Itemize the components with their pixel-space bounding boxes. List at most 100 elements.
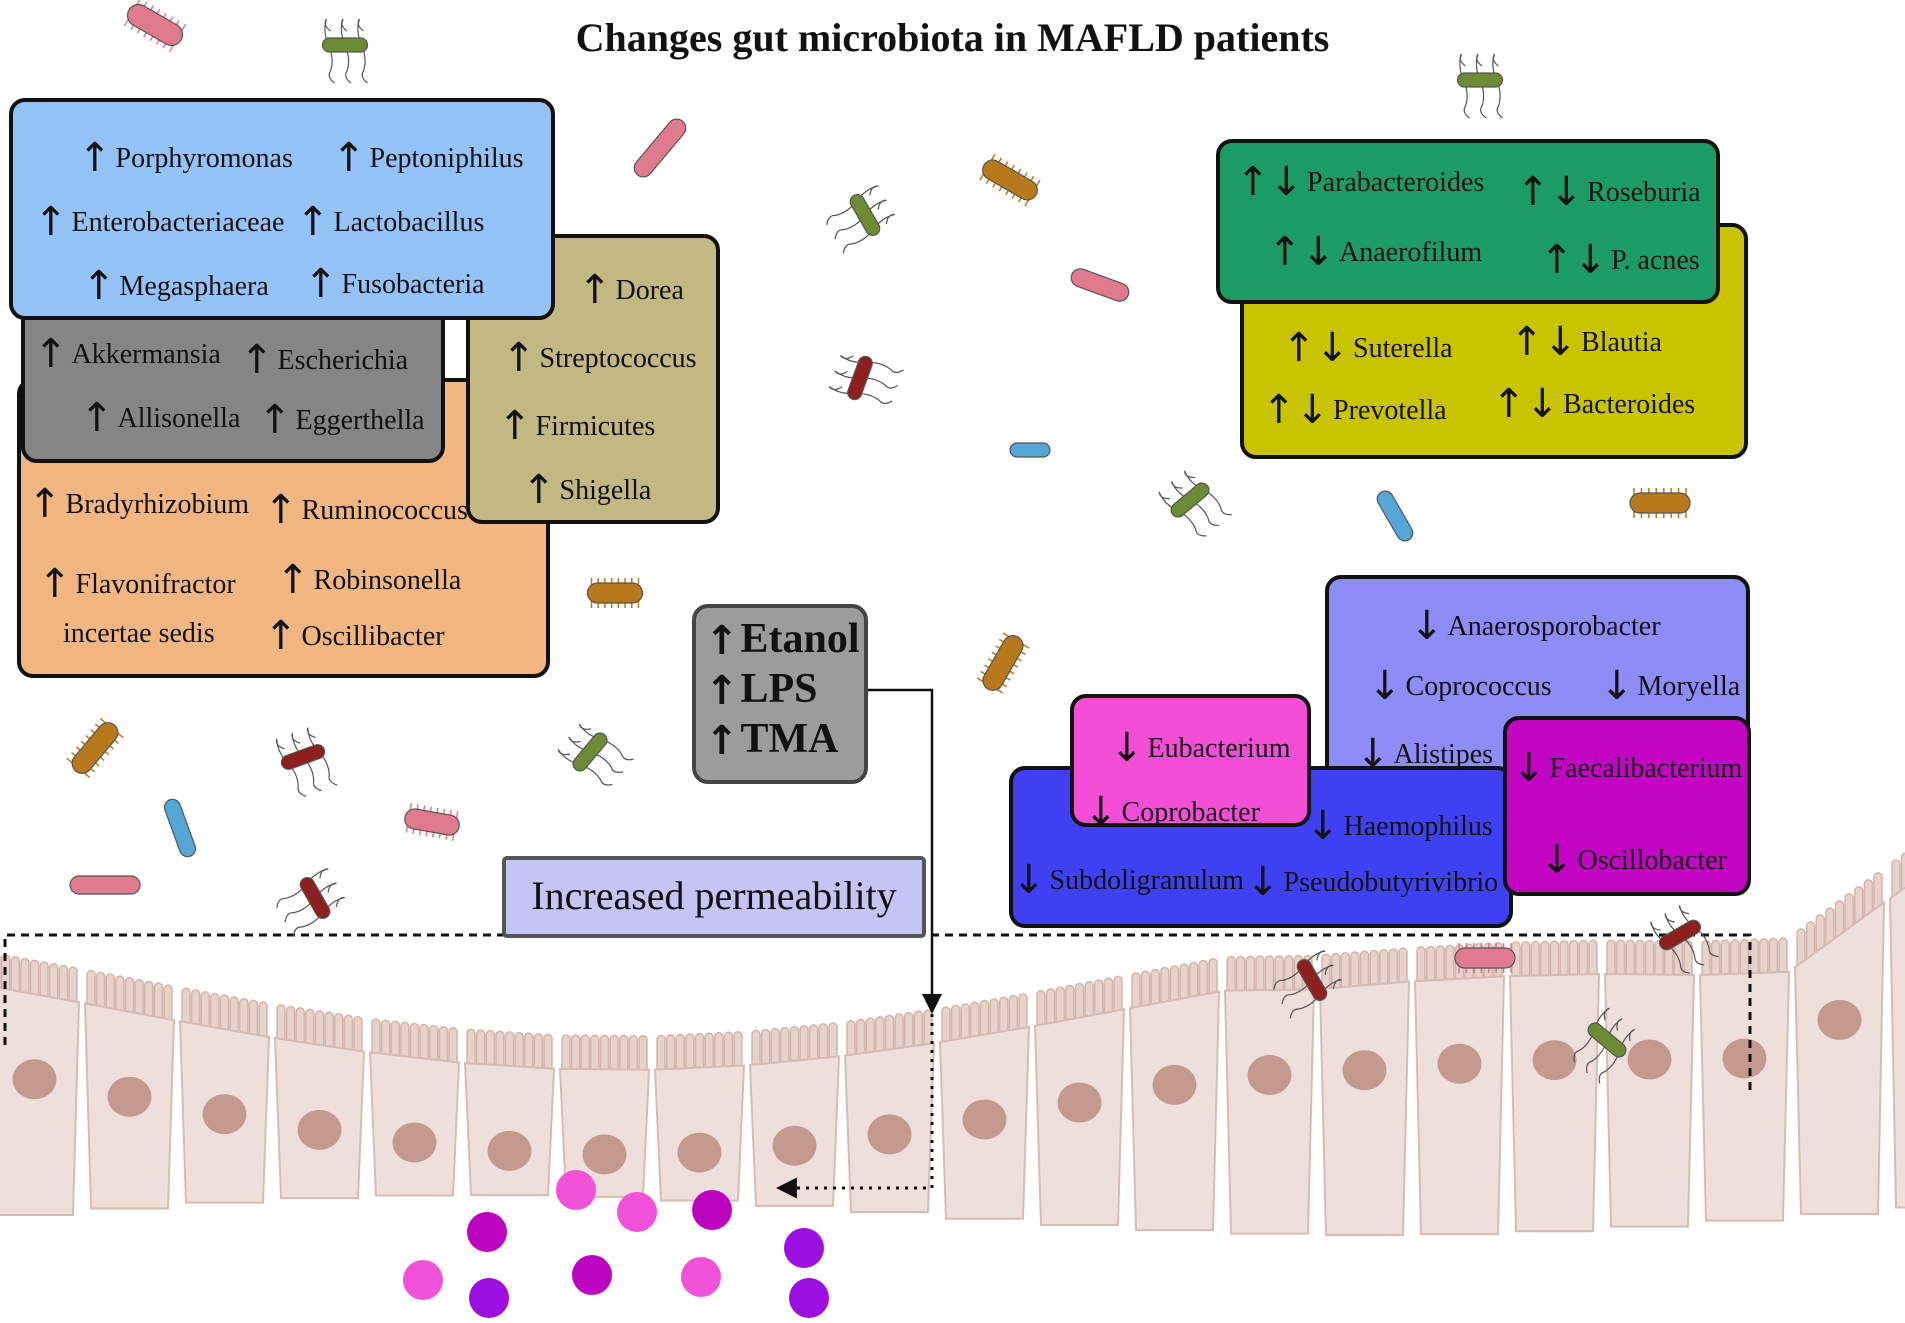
- taxon-eggerthella: ↑Eggerthella: [258, 397, 425, 443]
- up-arrow-icon: ↑: [38, 561, 72, 607]
- up-down-arrow-icon: ↑↓: [1540, 237, 1608, 283]
- taxon-blautia: ↑↓Blautia: [1510, 319, 1662, 365]
- up-arrow-icon: ↑: [578, 267, 612, 313]
- down-arrow-icon: ↓: [1012, 857, 1046, 903]
- bacterium-icon: [1273, 950, 1342, 1019]
- up-arrow-icon: ↑: [264, 487, 298, 533]
- taxon-alistipes: ↓Alistipes: [1356, 731, 1494, 777]
- taxon-parabacteroides: ↑↓Parabacteroides: [1236, 159, 1485, 205]
- taxon-akkermansia: ↑Akkermansia: [34, 331, 221, 377]
- taxon-haemophilus: ↓Haemophilus: [1306, 803, 1493, 849]
- down-arrow-icon: ↓: [1410, 603, 1444, 649]
- bacterium-icon: [275, 727, 338, 797]
- taxon-dorea: ↑Dorea: [578, 267, 684, 313]
- up-arrow-icon: ↑: [34, 331, 68, 377]
- bacterium-icon: [1573, 1007, 1636, 1084]
- bacterium-icon: [163, 798, 197, 858]
- bacterium-icon: [979, 153, 1041, 207]
- up-down-arrow-icon: ↑↓: [1282, 325, 1350, 371]
- taxon-moryella: ↓Moryella: [1600, 663, 1741, 709]
- taxon-lactobacillus: ↑Lactobacillus: [296, 199, 485, 245]
- bacterium-icon: [1650, 905, 1719, 974]
- up-arrow-icon: ↑: [240, 337, 274, 383]
- bacterium-icon: [1158, 470, 1232, 537]
- taxon-streptococcus: ↑Streptococcus: [502, 335, 697, 381]
- taxon-flavonifractor: ↑Flavonifractor: [38, 561, 236, 607]
- bacterium-icon: [1629, 488, 1691, 518]
- metabolite-tma: ↑TMA: [705, 716, 839, 764]
- bacterium-icon: [1454, 943, 1516, 973]
- bacterium-icon: [1376, 490, 1414, 542]
- taxon-robinsonella: ↑Robinsonella: [276, 557, 462, 603]
- leaked-molecules: [403, 1170, 829, 1318]
- decreased-magenta-box: [1503, 716, 1751, 896]
- up-arrow-icon: ↑: [522, 467, 556, 513]
- taxon-anaerofilum: ↑↓Anaerofilum: [1268, 229, 1483, 275]
- up-arrow-icon: ↑: [502, 335, 536, 381]
- bacterium-icon: [123, 0, 187, 53]
- leak-dotted-arrow: [775, 1014, 934, 1199]
- taxon-pseudobutyrivibrio: ↓Pseudobutyrivibrio: [1246, 859, 1499, 905]
- epithelial-cell: [1413, 941, 1506, 1236]
- epithelial-cell: [843, 1009, 936, 1214]
- taxon-bacteroides: ↑↓Bacteroides: [1492, 381, 1696, 427]
- up-arrow-icon: ↑: [498, 403, 532, 449]
- up-arrow-icon: ↑: [296, 199, 330, 245]
- up-arrow-icon: ↑: [34, 199, 68, 245]
- epithelial-cell: [1603, 939, 1696, 1228]
- up-arrow-icon: ↑: [82, 263, 116, 309]
- bacterium-icon: [321, 18, 369, 84]
- down-arrow-icon: ↓: [1110, 725, 1144, 771]
- epithelial-cell: [1318, 947, 1411, 1236]
- epithelial-cell: [1888, 852, 1905, 1209]
- increased-gray-box: [21, 295, 445, 463]
- increased-blue-box: [9, 98, 555, 320]
- up-arrow-icon: ↑: [332, 135, 366, 181]
- epithelial-cell: [1223, 954, 1316, 1235]
- up-arrow-icon: ↑: [264, 613, 298, 659]
- down-arrow-icon: ↓: [1246, 859, 1280, 905]
- bacterium-icon: [826, 185, 895, 254]
- bacterium-icon: [66, 717, 124, 779]
- epithelial-cell: [558, 1034, 651, 1198]
- up-arrow-icon: ↑: [705, 618, 739, 664]
- bacterium-icon: [586, 578, 644, 608]
- bacterium-icon: [1070, 268, 1130, 302]
- up-arrow-icon: ↑: [705, 718, 739, 764]
- bacterium-icon: [828, 355, 904, 405]
- up-arrow-icon: ↑: [80, 395, 114, 441]
- epithelial-cell: [83, 969, 176, 1210]
- up-arrow-icon: ↑: [28, 481, 62, 527]
- taxon-escherichia: ↑Escherichia: [240, 337, 409, 383]
- down-arrow-icon: ↓: [1512, 745, 1546, 791]
- epithelial-cell: [273, 1004, 366, 1200]
- taxon-megasphaera: ↑Megasphaera: [82, 263, 269, 309]
- down-arrow-icon: ↓: [1600, 663, 1634, 709]
- bacterium-icon: [557, 723, 634, 786]
- up-arrow-icon: ↑: [258, 397, 292, 443]
- epithelial-cell: [1698, 937, 1791, 1222]
- epithelial-cell: [0, 954, 81, 1216]
- taxon-fusobacteria: ↑Fusobacteria: [304, 261, 485, 307]
- epithelial-cell: [463, 1028, 556, 1197]
- down-arrow-icon: ↓: [1368, 663, 1402, 709]
- taxon-firmicutes: ↑Firmicutes: [498, 403, 656, 449]
- down-arrow-icon: ↓: [1306, 803, 1340, 849]
- epithelial-cell: [1128, 957, 1221, 1232]
- taxon-oscillibacter: ↑Oscillibacter: [264, 613, 445, 659]
- up-arrow-icon: ↑: [705, 668, 739, 714]
- up-down-arrow-icon: ↑↓: [1510, 319, 1578, 365]
- variable-green-box: [1216, 139, 1720, 304]
- epithelial-cell: [178, 987, 271, 1204]
- taxon-incertae-sedis: incertae sedis: [63, 618, 215, 649]
- taxon-roseburia: ↑↓Roseburia: [1516, 169, 1701, 215]
- taxon-anaerosporobacter: ↓Anaerosporobacter: [1410, 603, 1661, 649]
- decreased-pink-box: [1070, 694, 1311, 827]
- up-down-arrow-icon: ↑↓: [1492, 381, 1560, 427]
- taxon-shigella: ↑Shigella: [522, 467, 652, 513]
- epithelial-cell: [653, 1031, 746, 1202]
- taxon-peptoniphilus: ↑Peptoniphilus: [332, 135, 524, 181]
- bacterium-icon: [1456, 53, 1504, 119]
- epithelial-cell: [1793, 872, 1886, 1215]
